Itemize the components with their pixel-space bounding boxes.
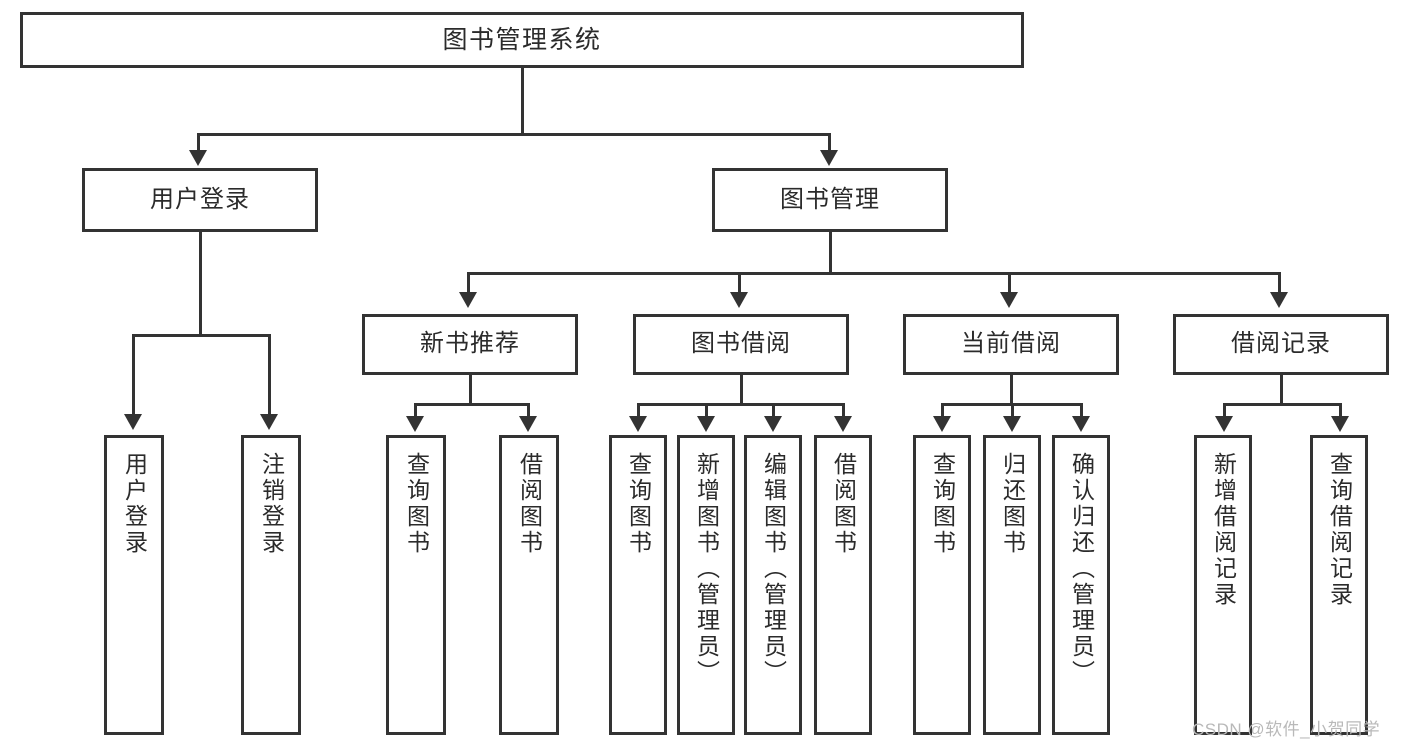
leaf-current-borrow-query[interactable]: 查询图书 xyxy=(913,435,971,735)
node-label: 图书管理 xyxy=(780,185,880,213)
node-current-borrow[interactable]: 当前借阅 xyxy=(903,314,1119,375)
leaf-new-book-query[interactable]: 查询图书 xyxy=(386,435,446,735)
arrowhead-leaf-new-book-0 xyxy=(406,416,424,432)
arrowhead-leaf-current-borrow-0 xyxy=(933,416,951,432)
connector-root-stem xyxy=(521,68,524,135)
connector-book-borrow-drop-2 xyxy=(772,403,775,417)
node-label: 新增图书（管理员） xyxy=(693,452,720,686)
leaf-current-borrow-return[interactable]: 归还图书 xyxy=(983,435,1041,735)
arrowhead-user-login xyxy=(189,150,207,166)
connector-new-book-stem xyxy=(469,375,472,405)
leaf-new-book-borrow[interactable]: 借阅图书 xyxy=(499,435,559,735)
connector-root-bus xyxy=(197,133,831,136)
connector-level2-drop-0 xyxy=(467,272,470,294)
leaf-current-borrow-confirm[interactable]: 确认归还（管理员） xyxy=(1052,435,1110,735)
arrowhead-leaf-current-borrow-1 xyxy=(1003,416,1021,432)
connector-level2-drop-3 xyxy=(1278,272,1281,294)
arrowhead-leaf-book-borrow-3 xyxy=(834,416,852,432)
arrowhead-leaf-book-borrow-2 xyxy=(764,416,782,432)
connector-new-book-drop-1 xyxy=(527,403,530,417)
arrowhead-leaf-book-borrow-0 xyxy=(629,416,647,432)
arrowhead-book-manage xyxy=(820,150,838,166)
connector-current-borrow-drop-2 xyxy=(1080,403,1083,417)
node-label: 借阅图书 xyxy=(830,452,857,556)
leaf-user-login-logout[interactable]: 注销登录 xyxy=(241,435,301,735)
arrowhead-leaf-borrow-record-1 xyxy=(1331,416,1349,432)
arrowhead-leaf-book-borrow-1 xyxy=(697,416,715,432)
connector-user-login-stem xyxy=(199,232,202,336)
arrowhead-leaf-user-login-1 xyxy=(260,414,278,430)
node-label: 归还图书 xyxy=(999,452,1026,556)
arrowhead-level2-0 xyxy=(459,292,477,308)
connector-book-borrow-drop-0 xyxy=(637,403,640,417)
leaf-book-borrow-edit[interactable]: 编辑图书（管理员） xyxy=(744,435,802,735)
connector-book-borrow-bus xyxy=(637,403,845,406)
connector-root-drop-right xyxy=(828,133,831,153)
connector-level2-drop-2 xyxy=(1008,272,1011,294)
node-label: 用户登录 xyxy=(121,452,148,556)
connector-book-borrow-stem xyxy=(740,375,743,405)
connector-new-book-drop-0 xyxy=(414,403,417,417)
leaf-book-borrow-add[interactable]: 新增图书（管理员） xyxy=(677,435,735,735)
connector-new-book-bus xyxy=(414,403,530,406)
node-label: 新书推荐 xyxy=(420,330,520,358)
leaf-book-borrow-borrow[interactable]: 借阅图书 xyxy=(814,435,872,735)
arrowhead-leaf-user-login-0 xyxy=(124,414,142,430)
arrowhead-level2-2 xyxy=(1000,292,1018,308)
connector-borrow-record-drop-1 xyxy=(1339,403,1342,417)
node-label: 用户登录 xyxy=(150,185,250,213)
connector-borrow-record-stem xyxy=(1280,375,1283,405)
node-book-borrow[interactable]: 图书借阅 xyxy=(633,314,849,375)
node-book-management[interactable]: 图书管理 xyxy=(712,168,948,232)
connector-level2-drop-1 xyxy=(738,272,741,294)
node-new-book-recommend[interactable]: 新书推荐 xyxy=(362,314,578,375)
connector-user-login-drop-1 xyxy=(268,334,271,416)
leaf-user-login-login[interactable]: 用户登录 xyxy=(104,435,164,735)
csdn-watermark: CSDN @软件_小贺同学 xyxy=(1192,720,1381,739)
connector-book-management-stem xyxy=(829,232,832,274)
connector-user-login-drop-0 xyxy=(132,334,135,416)
node-label: 借阅图书 xyxy=(516,452,543,556)
leaf-borrow-record-add[interactable]: 新增借阅记录 xyxy=(1194,435,1252,735)
node-label: 注销登录 xyxy=(258,452,285,556)
connector-current-borrow-drop-0 xyxy=(941,403,944,417)
node-label: 查询图书 xyxy=(403,452,430,556)
arrowhead-level2-1 xyxy=(730,292,748,308)
leaf-book-borrow-query[interactable]: 查询图书 xyxy=(609,435,667,735)
connector-user-login-bus xyxy=(132,334,271,337)
node-user-login[interactable]: 用户登录 xyxy=(82,168,318,232)
node-label: 确认归还（管理员） xyxy=(1068,452,1095,686)
arrowhead-leaf-borrow-record-0 xyxy=(1215,416,1233,432)
leaf-borrow-record-query[interactable]: 查询借阅记录 xyxy=(1310,435,1368,735)
connector-borrow-record-bus xyxy=(1223,403,1342,406)
arrowhead-level2-3 xyxy=(1270,292,1288,308)
connector-current-borrow-stem xyxy=(1010,375,1013,405)
node-label: 图书借阅 xyxy=(691,330,791,358)
node-label: 编辑图书（管理员） xyxy=(760,452,787,686)
connector-borrow-record-drop-0 xyxy=(1223,403,1226,417)
arrowhead-leaf-new-book-1 xyxy=(519,416,537,432)
node-label: 当前借阅 xyxy=(961,330,1061,358)
arrowhead-leaf-current-borrow-2 xyxy=(1072,416,1090,432)
node-label: 查询图书 xyxy=(625,452,652,556)
connector-book-borrow-drop-3 xyxy=(842,403,845,417)
node-label: 查询借阅记录 xyxy=(1326,452,1353,608)
connector-level2-bus xyxy=(467,272,1281,275)
node-label: 新增借阅记录 xyxy=(1210,452,1237,608)
connector-book-borrow-drop-1 xyxy=(705,403,708,417)
node-root-system[interactable]: 图书管理系统 xyxy=(20,12,1024,68)
node-label: 图书管理系统 xyxy=(442,26,602,54)
connector-root-drop-left xyxy=(197,133,200,153)
node-label: 借阅记录 xyxy=(1231,330,1331,358)
node-label: 查询图书 xyxy=(929,452,956,556)
node-borrow-record[interactable]: 借阅记录 xyxy=(1173,314,1389,375)
connector-current-borrow-drop-1 xyxy=(1011,403,1014,417)
